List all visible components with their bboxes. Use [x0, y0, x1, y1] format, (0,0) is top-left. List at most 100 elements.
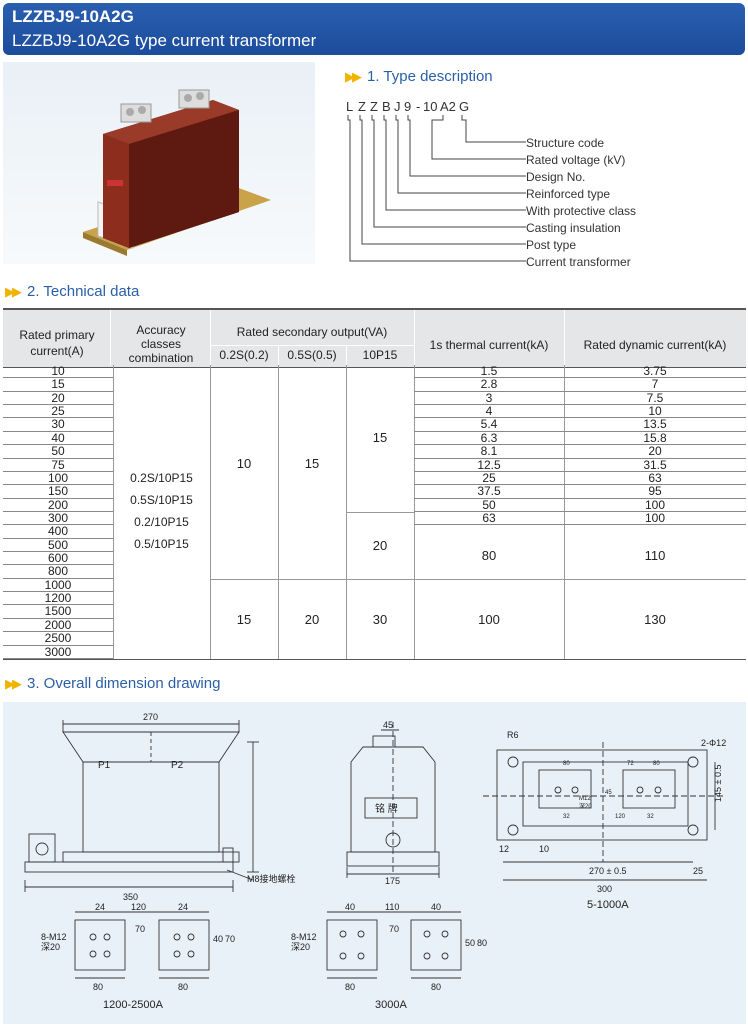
thermal-cell: 2.8	[414, 378, 564, 392]
rated-primary-cell: 2000	[3, 618, 113, 633]
svg-text:120: 120	[131, 902, 146, 912]
rated-primary-cell: 10	[3, 365, 113, 379]
svg-text:P1: P1	[98, 760, 111, 771]
svg-text:40: 40	[213, 934, 223, 944]
code-description: Current transformer	[526, 255, 631, 269]
thermal-cell: 4	[414, 405, 564, 419]
front-view	[24, 720, 259, 892]
svg-text:深20: 深20	[579, 802, 592, 810]
svg-text:70: 70	[225, 934, 235, 944]
svg-text:深20: 深20	[41, 942, 60, 952]
arrow-icon: ▶▶	[5, 676, 22, 691]
svg-text:110: 110	[385, 902, 399, 912]
rated-primary-cell: 25	[3, 405, 113, 419]
accuracy-combo: 0.2S/10P15	[130, 471, 193, 485]
svg-text:80: 80	[431, 982, 441, 992]
thermal-cell: 63	[414, 512, 564, 526]
svg-text:24: 24	[95, 902, 105, 912]
header-0.5s: 0.5S(0.5)	[287, 348, 337, 362]
svg-text:80: 80	[563, 761, 570, 767]
rated-primary-cell: 50	[3, 445, 113, 459]
svg-text:45: 45	[605, 790, 612, 796]
svg-text:8-M12: 8-M12	[291, 932, 317, 942]
svg-text:32: 32	[563, 814, 570, 820]
header-0.2s: 0.2S(0.2)	[219, 348, 269, 362]
dynamic-cell: 100	[564, 498, 746, 512]
header-secondary-output: Rated secondary output(VA)	[236, 325, 388, 339]
output-0.2s-value: 15	[236, 612, 252, 627]
svg-text:铭 牌: 铭 牌	[375, 802, 398, 815]
svg-text:深20: 深20	[291, 942, 310, 952]
svg-text:45: 45	[383, 720, 393, 730]
svg-text:P2: P2	[171, 760, 184, 771]
svg-text:50: 50	[465, 938, 475, 948]
output-10p15-value: 30	[372, 612, 388, 627]
rated-primary-cell: 40	[3, 431, 113, 446]
thermal-cell: 1.5	[414, 365, 564, 379]
dynamic-cell: 100	[564, 512, 746, 526]
model-title: LZZBJ9-10A2G	[12, 7, 134, 26]
svg-text:70: 70	[135, 924, 145, 934]
model-subtitle: LZZBJ9-10A2G type current transformer	[12, 31, 317, 50]
dynamic-cell: 10	[564, 405, 746, 419]
accuracy-combo: 0.2/10P15	[134, 515, 189, 529]
section-technical-data-title: ▶▶2. Technical data	[5, 283, 140, 300]
header-accuracy: Accuracy classes combination	[128, 323, 194, 365]
rated-primary-cell: 1500	[3, 605, 113, 619]
plan-view	[483, 742, 723, 881]
accuracy-combos: 0.2S/10P15 0.5S/10P15 0.2/10P15 0.5/10P1…	[113, 467, 210, 555]
dynamic-cell: 7	[564, 378, 746, 392]
svg-text:M12: M12	[579, 796, 591, 802]
title-banner: LZZBJ9-10A2G LZZBJ9-10A2G type current t…	[3, 3, 745, 55]
header-10p15: 10P15	[362, 348, 398, 362]
rated-primary-cell: 1000	[3, 578, 113, 593]
svg-text:80: 80	[93, 982, 103, 992]
rated-primary-cell: 400	[3, 525, 113, 539]
header-dynamic: Rated dynamic current(kA)	[583, 338, 727, 352]
code-description: With protective class	[526, 204, 637, 218]
svg-text:350: 350	[123, 892, 138, 902]
code-letter: Z	[370, 99, 378, 114]
svg-text:80: 80	[477, 938, 487, 948]
thermal-value: 80	[481, 548, 497, 563]
code-letter: Z	[358, 99, 366, 114]
svg-text:120: 120	[615, 814, 626, 820]
svg-text:24: 24	[178, 902, 188, 912]
svg-text:32: 32	[647, 814, 654, 820]
accuracy-combo: 0.5S/10P15	[130, 493, 193, 507]
svg-text:5-1000A: 5-1000A	[587, 899, 629, 911]
thermal-cell: 6.3	[414, 431, 564, 446]
rated-primary-cell: 500	[3, 538, 113, 553]
svg-text:300: 300	[597, 884, 612, 894]
thermal-cell: 3	[414, 391, 564, 406]
code-letter: 9	[404, 99, 412, 114]
dimension-drawings: 270 350 P1 P2 M8接地螺栓 45 175 铭 牌 R6 2-Φ12…	[24, 712, 726, 1011]
side-view	[346, 722, 440, 878]
thermal-cell: 37.5	[414, 485, 564, 499]
dynamic-value: 130	[644, 612, 666, 627]
rated-primary-cell: 15	[3, 378, 113, 392]
svg-text:3000A: 3000A	[375, 999, 407, 1011]
dynamic-cell: 15.8	[564, 431, 746, 446]
header-thermal: 1s thermal current(kA)	[429, 338, 549, 352]
rated-primary-cell: 200	[3, 498, 113, 512]
rated-primary-cell: 20	[3, 391, 113, 406]
code-letter: 10	[423, 99, 438, 114]
thermal-cell: 25	[414, 472, 564, 486]
rated-primary-cell: 1200	[3, 592, 113, 606]
arrow-icon: ▶▶	[5, 284, 22, 299]
dynamic-cell: 63	[564, 472, 746, 486]
accuracy-combo: 0.5/10P15	[134, 537, 189, 551]
svg-text:270 ± 0.5: 270 ± 0.5	[589, 866, 626, 876]
thermal-cell: 12.5	[414, 458, 564, 472]
detail-3000	[326, 911, 462, 979]
section-dimension-drawing-title: ▶▶3. Overall dimension drawing	[5, 675, 221, 692]
dynamic-cell: 7.5	[564, 391, 746, 406]
svg-text:80: 80	[653, 761, 660, 767]
code-letter: J	[394, 99, 401, 114]
section-type-description-title: ▶▶1. Type description	[345, 68, 493, 85]
code-letter: A2	[440, 99, 456, 114]
rated-primary-cell: 800	[3, 565, 113, 579]
